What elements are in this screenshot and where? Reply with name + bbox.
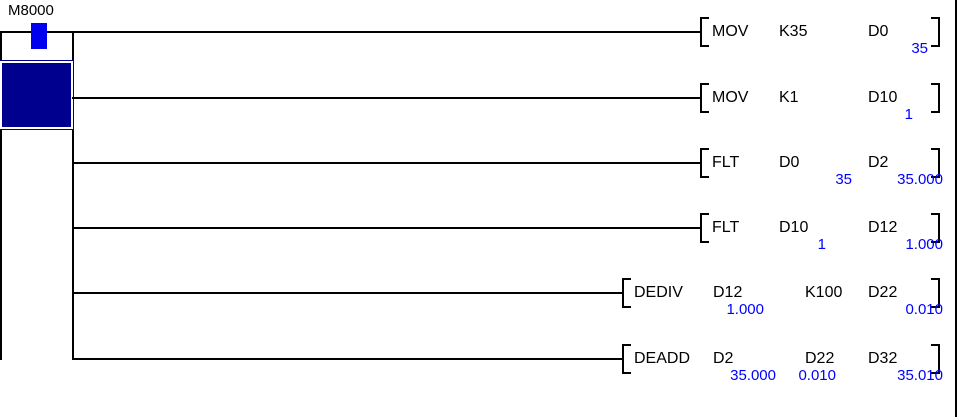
- monitor-value-6-2: 0.010: [798, 367, 836, 384]
- bracket-open-icon: [700, 17, 709, 47]
- cell-selection-cursor[interactable]: [0, 60, 74, 130]
- monitor-value-2-2: 1: [904, 106, 913, 123]
- no-contact-m8000[interactable]: [31, 23, 47, 49]
- right-power-rail: [955, 0, 957, 417]
- bracket-open-icon: [622, 344, 631, 374]
- monitor-value-5-1: 1.000: [726, 301, 764, 318]
- instruction-mnemonic: MOV: [712, 23, 749, 40]
- monitor-value-3-2: 35.000: [897, 171, 943, 188]
- bracket-close-icon: [931, 83, 940, 113]
- branch-vertical-link: [72, 31, 74, 360]
- bracket-close-icon: [931, 148, 940, 178]
- instruction-operand-1: D10: [779, 219, 809, 236]
- instruction-operand-2: D10: [868, 89, 898, 106]
- instruction-operand-2: D12: [868, 219, 898, 236]
- rung-wire-4: [72, 227, 700, 229]
- rung-wire-5: [72, 292, 622, 294]
- instruction-operand-1: D0: [779, 154, 800, 171]
- instruction-mnemonic: DEDIV: [634, 284, 683, 301]
- instruction-operand-1: D12: [713, 284, 743, 301]
- instruction-operand-2: D2: [868, 154, 889, 171]
- monitor-value-4-2: 1.000: [905, 236, 943, 253]
- instruction-operand-2: K100: [805, 284, 843, 301]
- bracket-open-icon: [622, 278, 631, 308]
- instruction-mnemonic: DEADD: [634, 350, 691, 367]
- left-power-rail: [0, 31, 2, 360]
- contact-label-m8000: M8000: [8, 2, 54, 19]
- monitor-value-1-2: 35: [911, 40, 928, 57]
- instruction-block-4[interactable]: FLT D10 D12: [700, 213, 940, 243]
- rung-wire-1: [72, 31, 700, 33]
- instruction-block-5[interactable]: DEDIV D12 K100 D22: [622, 278, 940, 308]
- instruction-mnemonic: FLT: [712, 154, 740, 171]
- instruction-block-2[interactable]: MOV K1 D10: [700, 83, 940, 113]
- instruction-operand-1: D2: [713, 350, 734, 367]
- instruction-operand-1: K1: [779, 89, 799, 106]
- monitor-value-4-1: 1: [817, 236, 826, 253]
- bracket-close-icon: [931, 344, 940, 374]
- bracket-close-icon: [931, 17, 940, 47]
- instruction-operand-1: K35: [779, 23, 808, 40]
- instruction-operand-2: D22: [805, 350, 835, 367]
- bracket-close-icon: [931, 278, 940, 308]
- monitor-value-6-1: 35.000: [730, 367, 776, 384]
- instruction-mnemonic: FLT: [712, 219, 740, 236]
- instruction-block-3[interactable]: FLT D0 D2: [700, 148, 940, 178]
- bracket-open-icon: [700, 213, 709, 243]
- monitor-value-6-3: 35.010: [897, 367, 943, 384]
- bracket-open-icon: [700, 148, 709, 178]
- rung-wire-2: [72, 97, 700, 99]
- monitor-value-3-1: 35: [835, 171, 852, 188]
- contact-input-wire: [0, 31, 31, 33]
- rung-wire-3: [72, 162, 700, 164]
- rung-wire-6: [72, 358, 622, 360]
- instruction-mnemonic: MOV: [712, 89, 749, 106]
- instruction-operand-3: D22: [868, 284, 898, 301]
- contact-output-wire: [47, 31, 74, 33]
- bracket-open-icon: [700, 83, 709, 113]
- instruction-operand-2: D0: [868, 23, 889, 40]
- instruction-operand-3: D32: [868, 350, 898, 367]
- monitor-value-5-3: 0.010: [905, 301, 943, 318]
- bracket-close-icon: [931, 213, 940, 243]
- instruction-block-6[interactable]: DEADD D2 D22 D32: [622, 344, 940, 374]
- instruction-block-1[interactable]: MOV K35 D0: [700, 17, 940, 47]
